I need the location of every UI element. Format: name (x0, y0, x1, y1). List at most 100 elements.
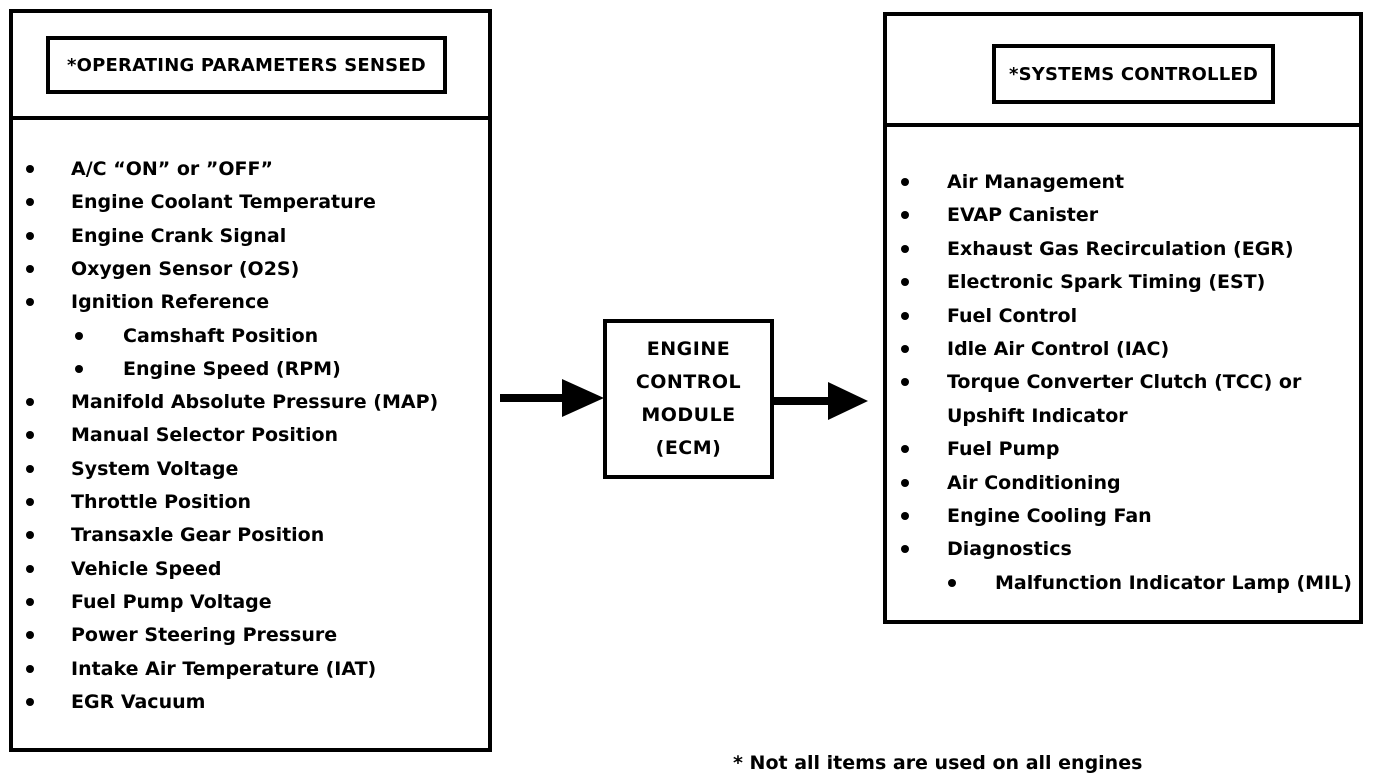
bullet-icon (26, 398, 34, 407)
list-item-label: Engine Cooling Fan (947, 505, 1152, 527)
list-item: Torque Converter Clutch (TCC) or (887, 368, 1357, 396)
list-item: Throttle Position (13, 488, 483, 516)
operating-parameters-title: *OPERATING PARAMETERS SENSED (46, 36, 447, 94)
bullet-icon (75, 331, 83, 340)
list-item-label: EVAP Canister (947, 204, 1099, 227)
list-item-label: Engine Speed (RPM) (123, 357, 341, 380)
list-item: Air Management (887, 168, 1357, 196)
list-item: Manifold Absolute Pressure (MAP) (13, 388, 483, 416)
bullet-icon (901, 345, 909, 353)
bullet-icon (901, 311, 909, 320)
list-item: A/C “ON” or ”OFF” (13, 155, 483, 183)
list-item-label: Idle Air Control (IAC) (947, 338, 1170, 360)
operating-parameters-header: *OPERATING PARAMETERS SENSED (13, 13, 488, 120)
list-item-label: Engine Coolant Temperature (71, 191, 376, 214)
list-item: Ignition Reference (13, 288, 483, 316)
list-item: Exhaust Gas Recirculation (EGR) (887, 235, 1357, 263)
list-item: Engine Cooling Fan (887, 502, 1357, 530)
list-item-label: Engine Crank Signal (71, 224, 287, 247)
list-item-label: Ignition Reference (71, 291, 270, 314)
list-item: Electronic Spark Timing (EST) (887, 268, 1357, 296)
bullet-icon (901, 244, 909, 253)
list-item-label: Malfunction Indicator Lamp (MIL) (995, 571, 1352, 594)
list-item-label: Fuel Pump Voltage (71, 590, 272, 613)
bullet-icon (901, 178, 909, 186)
list-item: Transaxle Gear Position (13, 521, 483, 549)
engine-control-module-box: ENGINE CONTROL MODULE (ECM) (603, 319, 774, 479)
list-item: Manual Selector Position (13, 421, 483, 449)
systems-controlled-header: *SYSTEMS CONTROLLED (887, 16, 1359, 127)
list-item: Fuel Pump Voltage (13, 588, 483, 616)
bullet-icon (901, 278, 909, 287)
list-item-label: Air Management (947, 171, 1125, 193)
ecm-line-3: MODULE (641, 404, 736, 426)
bullet-icon (26, 165, 34, 173)
list-item: Diagnostics (887, 535, 1357, 563)
bullet-icon (26, 564, 34, 573)
bullet-icon (26, 664, 34, 673)
list-item: EGR Vacuum (13, 688, 483, 716)
bullet-icon (26, 431, 34, 440)
bullet-icon (26, 231, 34, 240)
list-item: Engine Coolant Temperature (13, 188, 483, 216)
list-item: Intake Air Temperature (IAT) (13, 655, 483, 683)
bullet-icon (26, 631, 34, 640)
bullet-icon (901, 545, 909, 554)
list-item-label: Manual Selector Position (71, 424, 339, 447)
list-item: EVAP Canister (887, 201, 1357, 229)
list-item: Upshift Indicator (887, 402, 1357, 430)
list-item-label: Manifold Absolute Pressure (MAP) (71, 391, 439, 414)
list-item: Fuel Control (887, 302, 1357, 330)
bullet-icon (26, 198, 34, 207)
list-item-label: Fuel Pump (947, 438, 1060, 461)
operating-parameters-panel: *OPERATING PARAMETERS SENSED A/C “ON” or… (9, 9, 492, 752)
ecm-line-4: (ECM) (655, 437, 722, 459)
bullet-icon (901, 512, 909, 520)
bullet-icon (26, 697, 34, 706)
list-item: Oxygen Sensor (O2S) (13, 255, 483, 283)
bullet-icon (26, 464, 34, 473)
ecm-line-1: ENGINE (646, 338, 731, 360)
list-item-label: Throttle Position (71, 491, 252, 513)
list-item: Air Conditioning (887, 469, 1357, 497)
output-arrow (772, 382, 868, 420)
footnote: * Not all items are used on all engines (733, 752, 1143, 774)
list-item: Camshaft Position (13, 322, 483, 350)
list-item: Engine Speed (RPM) (13, 355, 483, 383)
list-item-label: Fuel Control (947, 304, 1078, 327)
bullet-icon (901, 445, 909, 454)
bullet-icon (26, 597, 34, 606)
bullet-icon (901, 211, 909, 220)
systems-controlled-title: *SYSTEMS CONTROLLED (992, 44, 1275, 104)
bullet-icon (901, 378, 909, 387)
list-item-label: System Voltage (71, 457, 239, 480)
list-item: Idle Air Control (IAC) (887, 335, 1357, 363)
list-item-label: Upshift Indicator (947, 404, 1128, 427)
input-arrow (500, 379, 604, 417)
list-item-label: A/C “ON” or ”OFF” (71, 158, 273, 180)
list-item-label: Diagnostics (947, 538, 1072, 561)
bullet-icon (26, 298, 34, 307)
list-item: System Voltage (13, 455, 483, 483)
bullet-icon (75, 364, 83, 373)
list-item-label: Torque Converter Clutch (TCC) or (947, 371, 1302, 394)
list-item-label: Exhaust Gas Recirculation (EGR) (947, 237, 1294, 260)
list-item-label: Power Steering Pressure (71, 624, 338, 647)
bullet-icon (26, 531, 34, 540)
list-item-label: EGR Vacuum (71, 690, 206, 713)
list-item-label: Transaxle Gear Position (71, 524, 325, 547)
bullet-icon (26, 264, 34, 273)
bullet-icon (948, 578, 956, 587)
ecm-line-2: CONTROL (635, 371, 742, 393)
list-item-label: Oxygen Sensor (O2S) (71, 257, 300, 280)
list-item-label: Air Conditioning (947, 471, 1121, 494)
list-item: Engine Crank Signal (13, 222, 483, 250)
list-item: Vehicle Speed (13, 555, 483, 583)
list-item-label: Camshaft Position (123, 324, 319, 347)
bullet-icon (901, 478, 909, 487)
list-item-label: Electronic Spark Timing (EST) (947, 271, 1266, 294)
bullet-icon (26, 498, 34, 506)
list-item-label: Vehicle Speed (71, 557, 222, 580)
list-item-label: Intake Air Temperature (IAT) (71, 657, 377, 680)
